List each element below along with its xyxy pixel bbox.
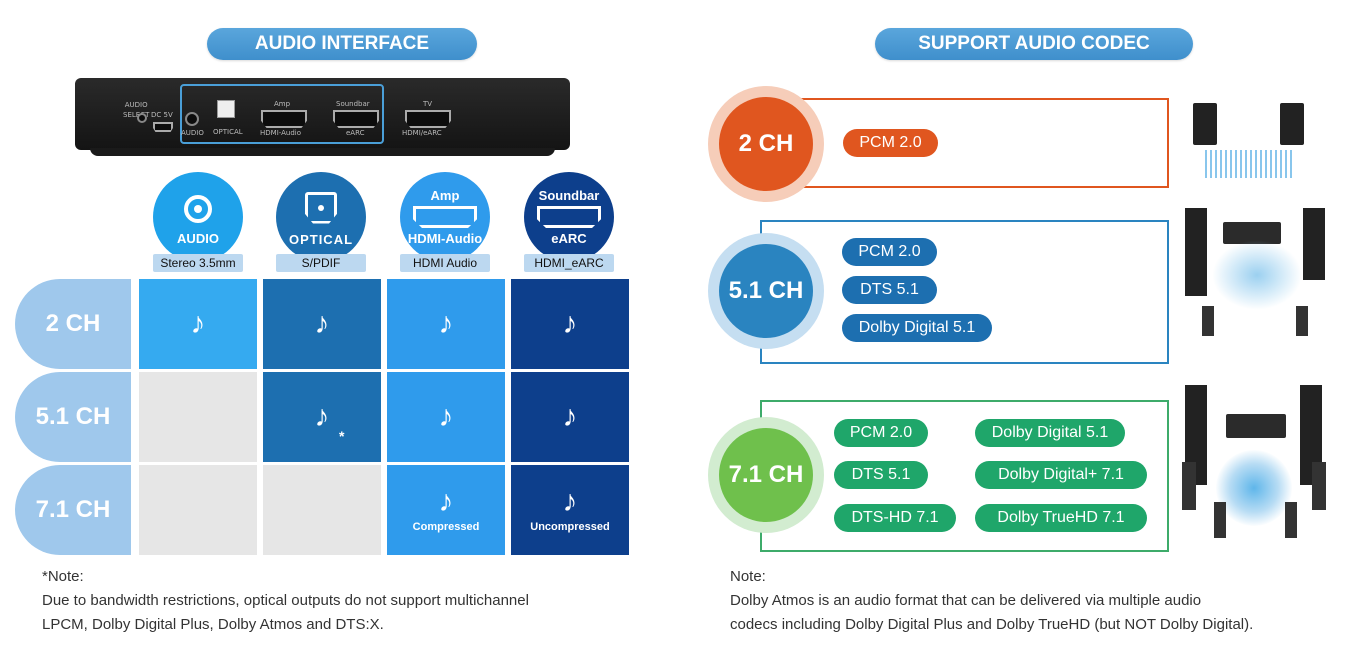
music-note-icon: ♪ Uncompressed <box>511 465 629 555</box>
connector-caption: S/PDIF <box>276 254 366 272</box>
audio-jack-icon <box>185 112 199 126</box>
right-note: Note: Dolby Atmos is an audio format tha… <box>730 565 1253 637</box>
left-note: *Note: Due to bandwidth restrictions, op… <box>42 565 529 637</box>
codec-pill: PCM 2.0 <box>834 419 928 447</box>
device-back-panel: AUDIO SELECT DC 5V AUDIO OPTICAL Amp HDM… <box>75 78 570 156</box>
note-line: Due to bandwidth restrictions, optical o… <box>42 592 529 609</box>
codec-pill: DTS-HD 7.1 <box>834 504 956 532</box>
note-line: codecs including Dolby Digital Plus and … <box>730 616 1254 633</box>
empty-cell <box>139 372 257 462</box>
tv-port-label: TV <box>423 100 433 108</box>
tv-port-sublabel: HDMI/eARC <box>402 129 442 137</box>
speaker-icon <box>1202 306 1214 336</box>
music-note-icon: ♪ * <box>263 372 381 462</box>
hdmi-port-icon: Soundbar eARC <box>524 172 614 262</box>
receiver-icon <box>1226 414 1286 438</box>
codec-pill: PCM 2.0 <box>843 129 938 157</box>
music-note-icon: ♪ <box>511 279 629 369</box>
sound-field-icon <box>1212 240 1302 310</box>
row-label-2ch: 2 CH <box>15 279 131 369</box>
channel-badge-2ch: 2 CH <box>708 86 824 202</box>
amp-hdmi-port-icon <box>261 110 307 128</box>
codec-pill: DTS 5.1 <box>834 461 928 489</box>
music-note-icon: ♪ <box>511 372 629 462</box>
row-label-5-1ch: 5.1 CH <box>15 372 131 462</box>
codec-box-2ch <box>760 98 1169 188</box>
speaker-icon <box>1185 385 1207 485</box>
empty-cell <box>263 465 381 555</box>
note-line: LPCM, Dolby Digital Plus, Dolby Atmos an… <box>42 616 384 633</box>
speaker-icon <box>1296 306 1308 336</box>
headphone-jack-icon: AUDIO <box>153 172 243 262</box>
connector-caption: HDMI_eARC <box>524 254 614 272</box>
speaker-icon <box>1285 502 1297 538</box>
connector-caption: Stereo 3.5mm <box>153 254 243 272</box>
music-note-icon: ♪ <box>263 279 381 369</box>
speaker-icon <box>1280 103 1304 145</box>
hdmi-port-icon: Amp HDMI-Audio <box>400 172 490 262</box>
music-note-icon: ♪ <box>139 279 257 369</box>
amp-port-sublabel: HDMI-Audio <box>260 129 302 137</box>
connector-caption: HDMI Audio <box>400 254 490 272</box>
tv-hdmi-port-icon <box>405 110 451 128</box>
soundbar-port-sublabel: eARC <box>346 129 365 137</box>
uncompressed-label: Uncompressed <box>530 521 610 533</box>
codec-pill: Dolby TrueHD 7.1 <box>975 504 1147 532</box>
sound-field-icon <box>1216 450 1292 526</box>
note-heading: Note: <box>730 568 766 585</box>
note-heading: *Note: <box>42 568 84 585</box>
codec-pill: Dolby Digital 5.1 <box>842 314 992 342</box>
audio-select-label: AUDIO SELECT <box>123 101 150 119</box>
channel-badge-7-1ch: 7.1 CH <box>708 417 824 533</box>
receiver-icon <box>1223 222 1281 244</box>
soundbar-port-label: Soundbar <box>336 100 370 108</box>
speaker-icon <box>1300 385 1322 485</box>
channel-badge-5-1ch: 5.1 CH <box>708 233 824 349</box>
row-label-7-1ch: 7.1 CH <box>15 465 131 555</box>
note-line: Dolby Atmos is an audio format that can … <box>730 592 1202 609</box>
highlighted-ports <box>180 84 384 144</box>
soundbar-hdmi-port-icon <box>333 110 379 128</box>
music-note-icon: ♪ Compressed <box>387 465 505 555</box>
speaker-icon <box>1185 208 1207 296</box>
dc-label: DC 5V <box>151 111 173 119</box>
audio-interface-title: AUDIO INTERFACE <box>207 28 477 60</box>
codec-pill: Dolby Digital+ 7.1 <box>975 461 1147 489</box>
codec-pill: DTS 5.1 <box>842 276 937 304</box>
codec-pill: PCM 2.0 <box>842 238 937 266</box>
audio-port-label: AUDIO <box>181 129 204 137</box>
music-note-icon: ♪ <box>387 372 505 462</box>
optical-port-icon: OPTICAL <box>276 172 366 262</box>
speaker-icon <box>1193 103 1217 145</box>
asterisk-mark: * <box>339 428 345 444</box>
sound-wave-icon <box>1205 150 1295 178</box>
speaker-icon <box>1182 462 1196 510</box>
compressed-label: Compressed <box>412 521 480 533</box>
speaker-icon <box>1303 208 1325 280</box>
dc-port-icon <box>153 122 173 132</box>
speaker-icon <box>1214 502 1226 538</box>
optical-port-icon <box>217 100 235 118</box>
amp-port-label: Amp <box>274 100 291 108</box>
optical-port-label: OPTICAL <box>213 128 243 136</box>
support-audio-codec-title: SUPPORT AUDIO CODEC <box>875 28 1193 60</box>
speaker-icon <box>1312 462 1326 510</box>
music-note-icon: ♪ <box>387 279 505 369</box>
codec-pill: Dolby Digital 5.1 <box>975 419 1125 447</box>
select-button-icon <box>137 113 147 123</box>
empty-cell <box>139 465 257 555</box>
